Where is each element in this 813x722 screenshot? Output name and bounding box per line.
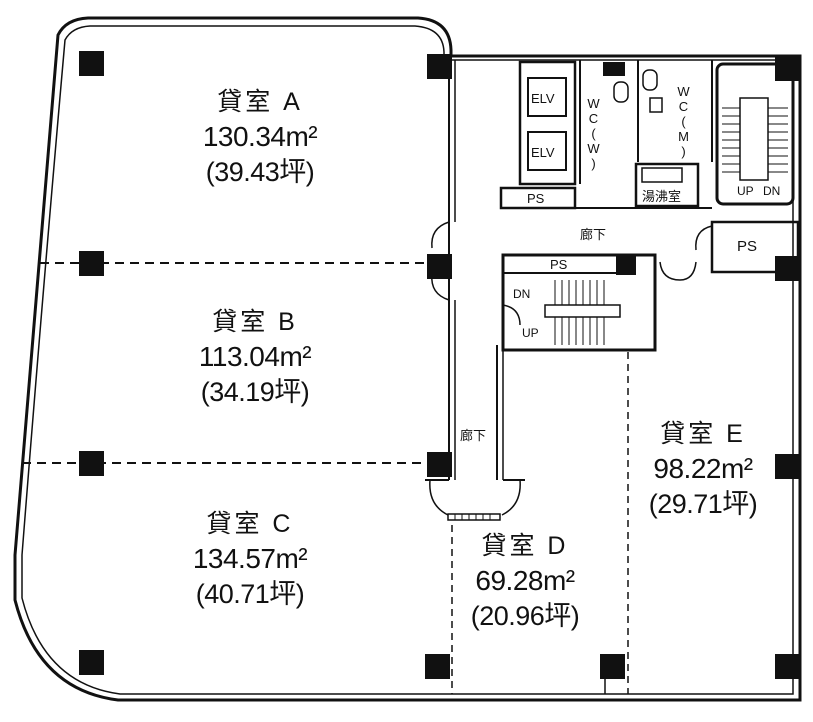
column — [79, 451, 104, 476]
column — [775, 454, 800, 479]
column — [79, 51, 104, 76]
ps-elv-label: PS — [527, 191, 545, 206]
column — [79, 251, 104, 276]
door-arc-1 — [431, 221, 450, 249]
stair-center-well — [544, 304, 621, 318]
room-d-name: 貸室 D — [481, 532, 569, 560]
toilet-w — [613, 81, 629, 103]
stair-center-up: UP — [522, 326, 539, 340]
sink — [641, 167, 683, 183]
room-a-label: 貸室 A 130.34m² (39.43坪) — [155, 86, 365, 190]
room-b-tsubo: (34.19坪) — [200, 376, 310, 407]
door-arc-corr2 — [679, 261, 697, 281]
elevator-1 — [527, 77, 567, 117]
entrance-door-right — [501, 479, 521, 516]
stair-right-well — [739, 97, 769, 181]
column — [775, 654, 800, 679]
room-d-area: 69.28m² — [475, 564, 575, 596]
wc-m-label: WC(M) — [676, 84, 691, 159]
elevator-1-label: ELV — [531, 91, 555, 106]
column — [425, 654, 450, 679]
room-d-label: 貸室 D 69.28m² (20.96坪) — [440, 530, 610, 634]
stair-center-treads — [554, 280, 605, 345]
columns — [79, 51, 800, 679]
urinal-m — [649, 97, 663, 113]
kitchen-label: 湯沸室 — [642, 189, 682, 204]
door-arc-corr — [659, 261, 681, 281]
outer-wall-inner — [21, 25, 794, 695]
corridor-mid-label: 廊下 — [460, 428, 487, 443]
elevator-2-label: ELV — [531, 145, 555, 160]
stair-center-dn: DN — [513, 287, 531, 301]
stair-right-up: UP — [737, 184, 754, 198]
column — [427, 54, 452, 79]
room-e-area: 98.22m² — [653, 452, 753, 484]
column — [79, 650, 104, 675]
toilet-m — [642, 69, 658, 91]
column — [616, 255, 636, 275]
room-a-name: 貸室 A — [217, 88, 303, 116]
room-c-name: 貸室 C — [206, 510, 294, 538]
room-a-area: 130.34m² — [202, 120, 318, 152]
elevator-shaft — [518, 60, 577, 186]
room-c-label: 貸室 C 134.57m² (40.71坪) — [145, 508, 355, 612]
room-c-area: 134.57m² — [192, 542, 308, 574]
corridor-top-label: 廊下 — [580, 227, 607, 242]
ps-right-box — [710, 220, 800, 274]
room-e-tsubo: (29.71坪) — [648, 488, 758, 519]
door-arc-stair — [502, 304, 521, 326]
room-b-name: 貸室 B — [212, 308, 298, 336]
entrance-mat — [447, 513, 501, 521]
ps-stair-label: PS — [550, 257, 568, 272]
wc-w-label: WC(W) — [586, 96, 601, 171]
stair-right — [715, 62, 795, 206]
room-a-tsubo: (39.43坪) — [205, 156, 315, 187]
outer-wall — [13, 16, 802, 702]
room-e-label: 貸室 E 98.22m² (29.71坪) — [628, 418, 778, 522]
room-b-area: 113.04m² — [198, 340, 312, 372]
column — [600, 654, 625, 679]
door-arc-ps — [695, 225, 713, 251]
room-b-label: 貸室 B 113.04m² (34.19坪) — [150, 306, 360, 410]
column — [427, 452, 452, 477]
ps-elv-box — [499, 186, 577, 210]
column — [427, 254, 452, 279]
elevator-2 — [527, 131, 567, 171]
kitchen-box — [634, 162, 700, 208]
ps-right-label: PS — [737, 238, 758, 255]
column — [775, 256, 800, 281]
room-e-name: 貸室 E — [660, 420, 746, 448]
column — [603, 62, 625, 76]
stair-right-dn: DN — [763, 184, 781, 198]
entrance-door-left — [429, 479, 449, 516]
column — [775, 56, 800, 81]
room-c-tsubo: (40.71坪) — [195, 578, 305, 609]
room-d-tsubo: (20.96坪) — [470, 600, 580, 631]
stair-right-treads — [722, 107, 788, 173]
